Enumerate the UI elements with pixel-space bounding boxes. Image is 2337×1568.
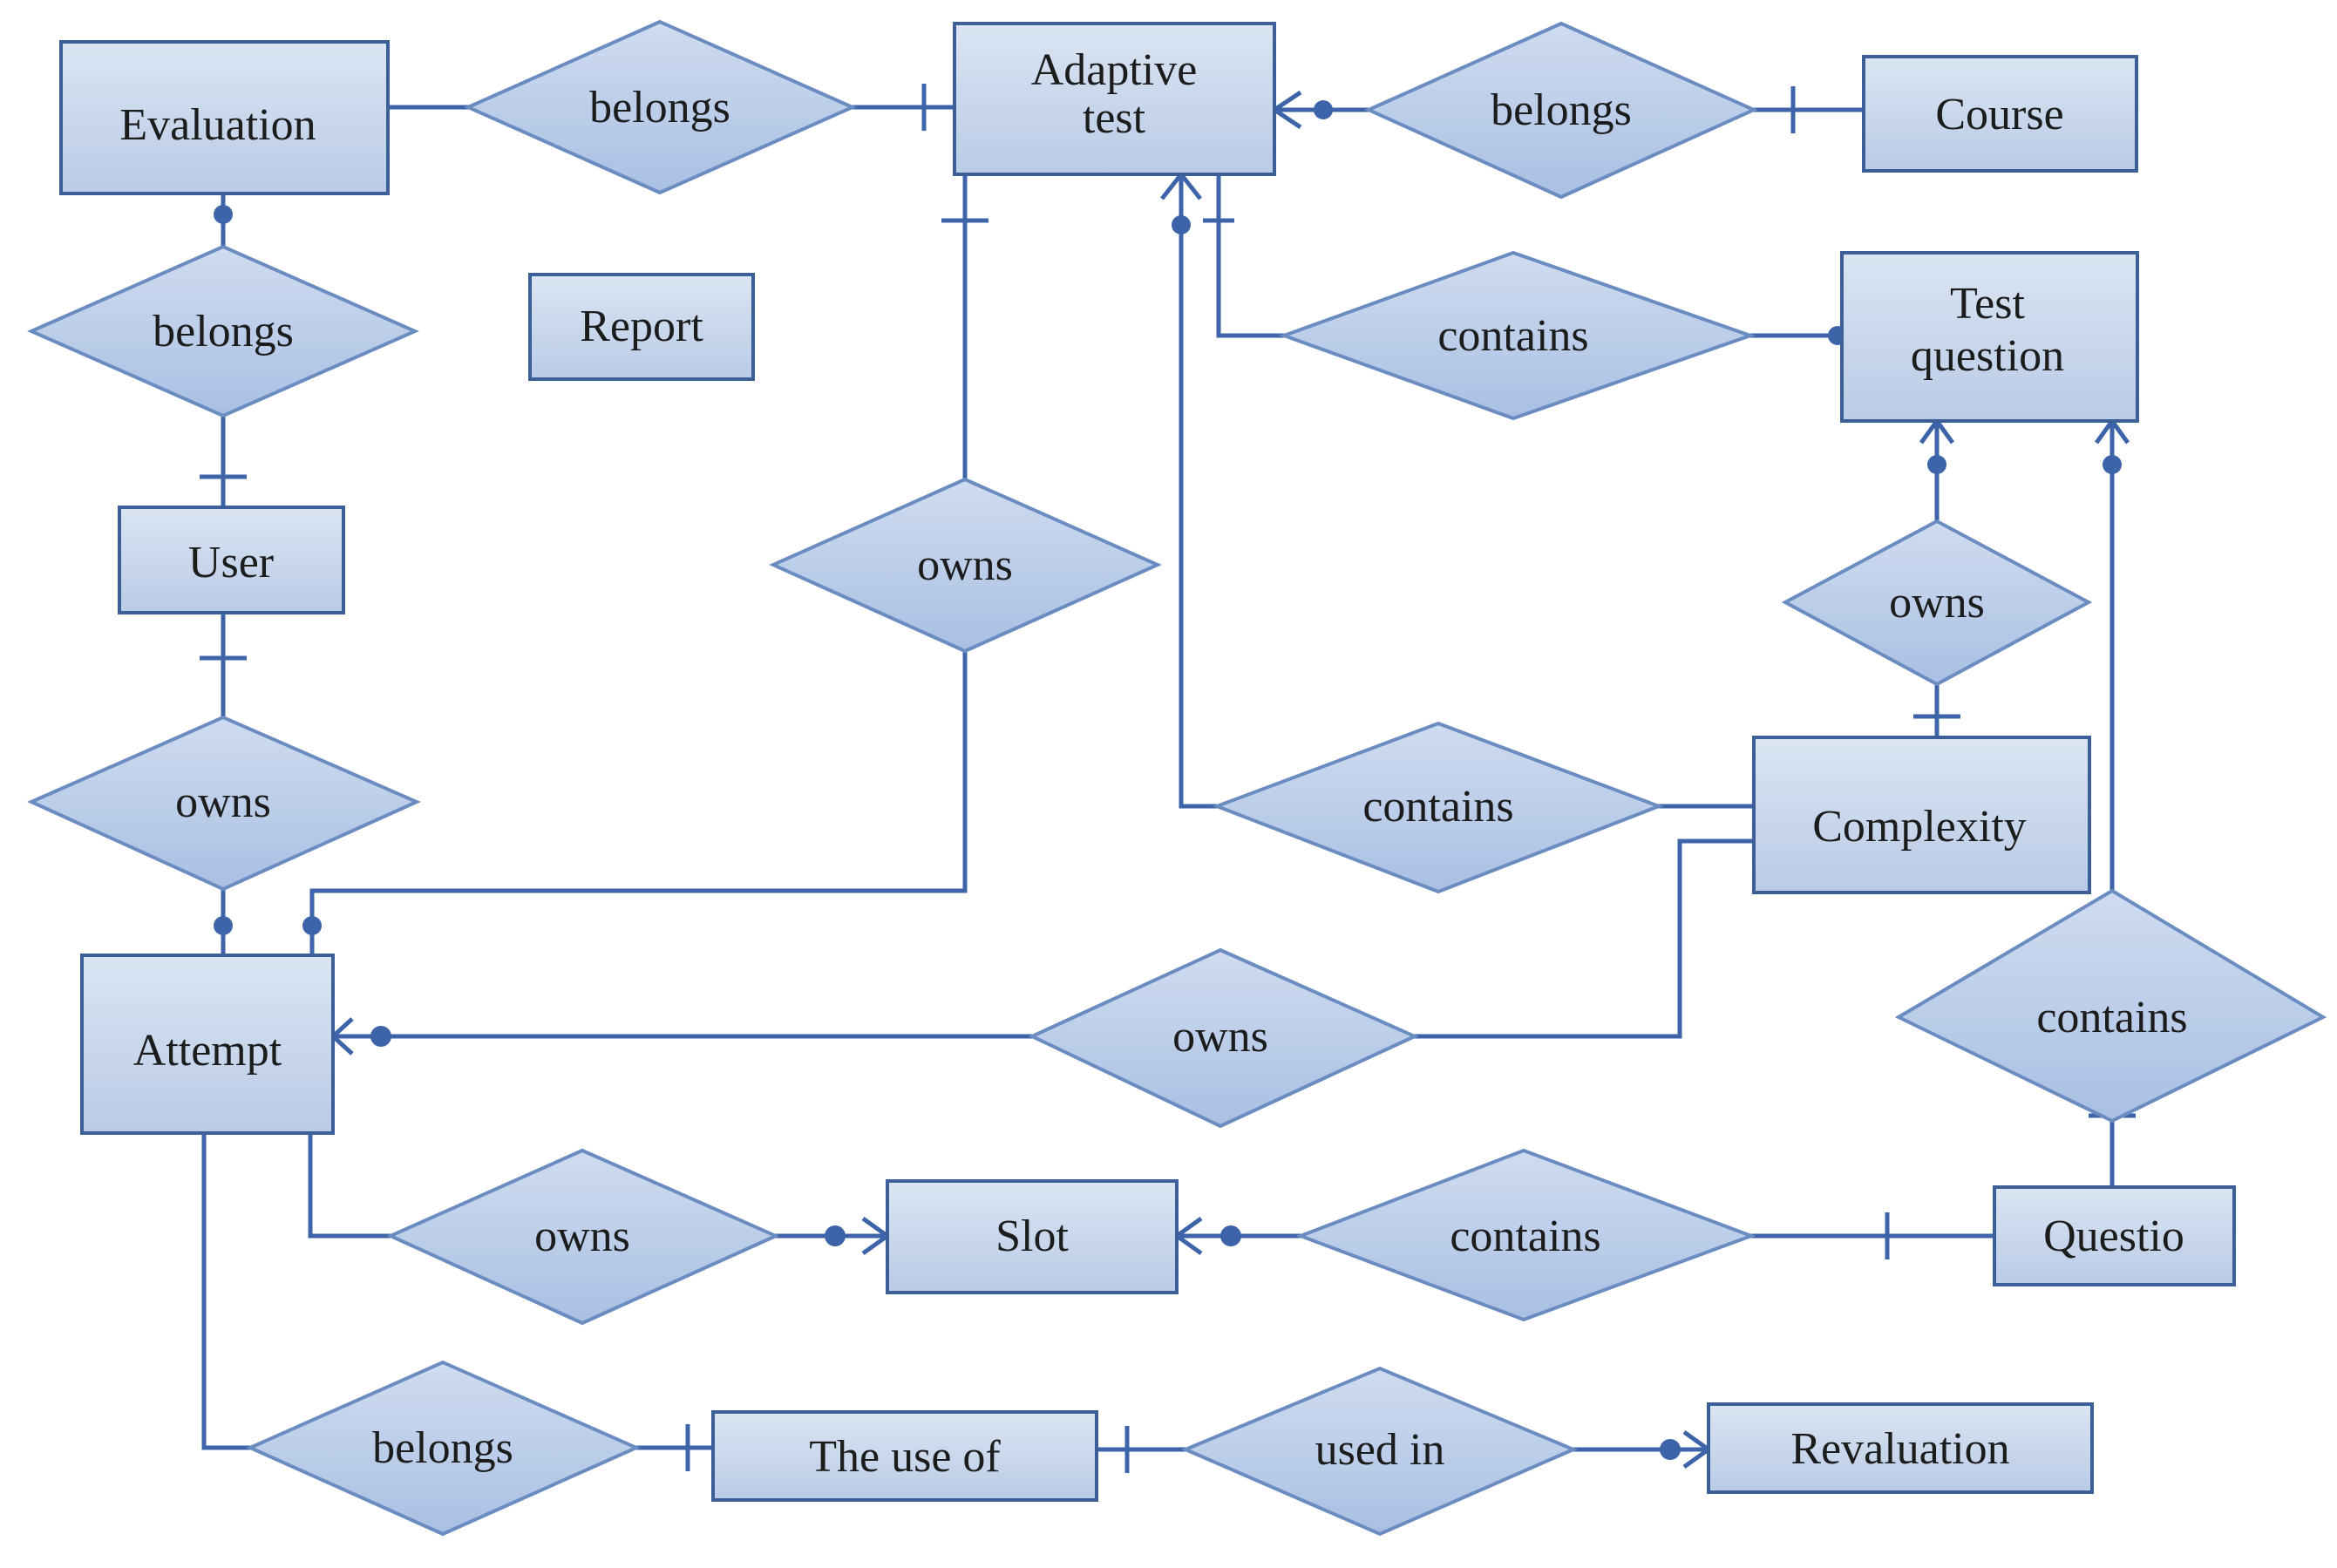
relationship-label: owns (1172, 1012, 1268, 1062)
relationship-label: used in (1315, 1425, 1445, 1475)
optional-circle-mark (1172, 215, 1191, 234)
entity-slot[interactable]: Slot (886, 1179, 1179, 1294)
relationship-owns-adaptive-attempt[interactable]: owns (769, 477, 1162, 654)
connector-adaptive-test-contains (1216, 174, 1284, 338)
relationship-belongs-evaluation-user[interactable]: belongs (27, 244, 419, 418)
entity-label: Revaluation (1790, 1424, 2009, 1474)
relationship-owns-attempt-slot[interactable]: owns (386, 1148, 780, 1326)
entity-evaluation[interactable]: Evaluation (59, 40, 390, 195)
entity-report[interactable]: Report (528, 273, 755, 381)
relationship-label: contains (2036, 993, 2187, 1042)
entity-label: test (1083, 93, 1146, 143)
relationship-label: belongs (372, 1423, 513, 1473)
connector-owns-complexity-2 (1415, 838, 1754, 1039)
relationship-label: owns (1889, 578, 1985, 628)
entity-label: Slot (995, 1212, 1069, 1261)
relationship-owns-user-attempt[interactable]: owns (27, 715, 421, 892)
optional-circle-mark (825, 1225, 846, 1246)
crows-foot-mark (1273, 90, 1302, 130)
relationship-contains-adaptive-testquestion[interactable]: contains (1279, 250, 1756, 421)
relationship-used-in[interactable]: used in (1180, 1366, 1579, 1537)
connector-attempt-belongs (201, 1133, 250, 1450)
entity-label: Attempt (133, 1026, 282, 1076)
relationship-label: belongs (1491, 85, 1632, 135)
relationship-label: belongs (153, 307, 294, 356)
connector-attempt-owns-slot (308, 1133, 391, 1239)
relationship-owns-testquestion-complexity[interactable]: owns (1781, 519, 2093, 687)
optional-circle-mark (1220, 1225, 1241, 1246)
crows-foot-mark (1682, 1429, 1710, 1470)
relationship-label: belongs (589, 83, 730, 132)
optional-circle-mark (302, 916, 322, 935)
entity-label: Report (580, 302, 703, 351)
entity-revaluation[interactable]: Revaluation (1707, 1402, 2094, 1494)
relationship-contains-testquestion-questio[interactable]: contains (1894, 888, 2327, 1123)
relationship-contains-adaptive-complexity[interactable]: contains (1212, 721, 1664, 894)
relationship-label: contains (1362, 782, 1513, 832)
entity-the-use-of[interactable]: The use of (711, 1410, 1098, 1502)
optional-circle-mark (214, 916, 233, 935)
relationship-belongs-adaptive-course[interactable]: belongs (1364, 21, 1758, 200)
optional-circle-mark (1927, 455, 1946, 474)
relationship-owns-attempt-complexity[interactable]: owns (1028, 947, 1419, 1129)
crows-foot-mark (1919, 419, 1955, 445)
crows-foot-mark (2094, 419, 2130, 445)
relationship-label: contains (1450, 1212, 1600, 1261)
crows-foot-mark (1160, 173, 1202, 200)
entity-label: Complexity (1812, 802, 2027, 852)
entity-label: question (1911, 331, 2064, 381)
relationship-label: owns (175, 777, 271, 827)
crows-foot-mark (861, 1216, 889, 1256)
entity-complexity[interactable]: Complexity (1752, 736, 2091, 894)
relationship-belongs-evaluation-adaptive[interactable]: belongs (464, 19, 857, 195)
entity-course[interactable]: Course (1862, 55, 2138, 173)
entity-label: The use of (809, 1432, 1001, 1482)
crows-foot-mark (1175, 1216, 1203, 1256)
entity-label: Questio (2043, 1212, 2184, 1261)
optional-circle-mark (2103, 455, 2122, 474)
entity-user[interactable]: User (118, 506, 345, 614)
entity-test-question[interactable]: Test question (1840, 251, 2139, 423)
optional-circle-mark (214, 205, 233, 224)
crows-foot-mark (331, 1017, 354, 1056)
relationship-belongs-attempt-useof[interactable]: belongs (246, 1360, 641, 1537)
optional-circle-mark (1660, 1439, 1681, 1460)
entity-attempt[interactable]: Attempt (80, 954, 335, 1135)
entity-label: Course (1935, 90, 2063, 139)
relationship-label: owns (534, 1212, 630, 1261)
entity-adaptive-test[interactable]: Adaptive test (953, 22, 1276, 176)
entity-questio[interactable]: Questio (1993, 1185, 2236, 1286)
entity-label: Test (1950, 279, 2025, 329)
relationship-label: contains (1437, 311, 1588, 361)
entity-label: User (188, 538, 274, 587)
optional-circle-mark (1314, 100, 1333, 119)
entity-label: Evaluation (119, 100, 316, 150)
relationship-contains-slot-questio[interactable]: contains (1295, 1148, 1756, 1322)
entity-label: Adaptive (1031, 45, 1198, 95)
connector-adaptive-test-contains-2 (1179, 174, 1217, 809)
relationship-label: owns (917, 540, 1013, 590)
optional-circle-mark (370, 1026, 391, 1047)
